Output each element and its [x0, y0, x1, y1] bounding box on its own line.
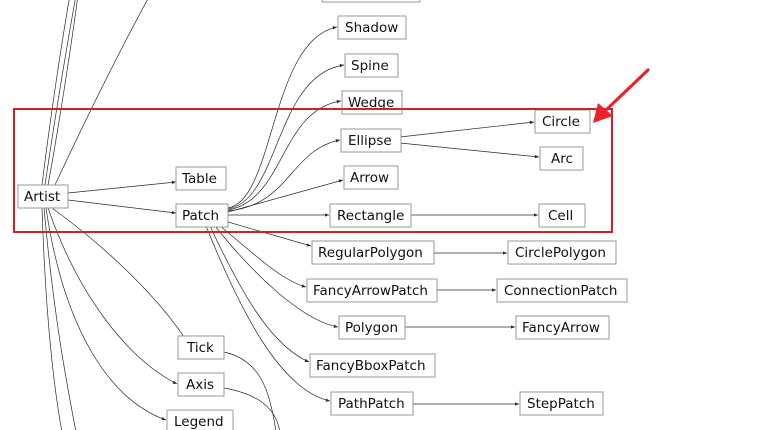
svg-text:Ellipse: Ellipse	[348, 133, 392, 149]
node-polygon: Polygon	[338, 315, 406, 340]
edge-patch-polygon	[214, 225, 339, 328]
node-pathpatch: PathPatch	[330, 391, 414, 416]
highlight-box	[13, 108, 613, 233]
partial-node-top	[321, 0, 421, 3]
node-spine: Spine	[344, 53, 399, 78]
edge-patch-pathpatch	[205, 225, 331, 402]
svg-text:Arc: Arc	[551, 151, 573, 167]
node-shadow: Shadow	[337, 15, 407, 40]
svg-text:FancyBboxPatch: FancyBboxPatch	[316, 358, 426, 374]
edge-ellipse-circle	[399, 120, 535, 138]
edge-artist-down-1	[43, 207, 76, 430]
edge-patch-wedge	[227, 99, 342, 211]
node-artist: Artist	[17, 184, 69, 209]
svg-text:Axis: Axis	[186, 377, 214, 393]
edge-artist-table	[67, 180, 177, 194]
svg-text:Shadow: Shadow	[345, 20, 398, 36]
svg-text:Wedge: Wedge	[348, 95, 394, 111]
svg-text:Rectangle: Rectangle	[337, 208, 404, 224]
node-axis: Axis	[177, 372, 225, 397]
node-fancybboxpatch: FancyBboxPatch	[309, 353, 436, 378]
edge-artist-up-4	[54, 0, 148, 186]
node-patch: Patch	[175, 203, 229, 228]
node-ellipse: Ellipse	[340, 128, 402, 153]
svg-text:CirclePolygon: CirclePolygon	[515, 245, 606, 261]
svg-text:StepPatch: StepPatch	[527, 396, 595, 412]
svg-text:ConnectionPatch: ConnectionPatch	[504, 283, 617, 299]
node-steppatch: StepPatch	[519, 391, 604, 416]
node-regularpolygon: RegularPolygon	[311, 240, 435, 265]
edge-artist-up-3	[47, 0, 78, 186]
node-fancyarrow: FancyArrow	[515, 315, 610, 340]
svg-text:Spine: Spine	[351, 58, 389, 74]
svg-text:RegularPolygon: RegularPolygon	[318, 245, 423, 261]
svg-text:Polygon: Polygon	[345, 320, 398, 336]
edge-artist-up-1	[41, 0, 70, 186]
edges	[41, 0, 540, 430]
edge-patch-shadow	[227, 26, 338, 209]
svg-text:Table: Table	[181, 171, 217, 187]
edge-patch-arrow	[227, 179, 344, 213]
node-circlepolygon: CirclePolygon	[507, 240, 617, 265]
edge-artist-patch	[67, 199, 177, 215]
edge-artist-legend	[45, 207, 167, 421]
svg-text:FancyArrow: FancyArrow	[522, 320, 600, 336]
svg-text:Legend: Legend	[174, 414, 224, 430]
node-tick: Tick	[177, 335, 225, 360]
node-rectangle: Rectangle	[329, 203, 412, 228]
svg-text:Artist: Artist	[24, 189, 60, 205]
edge-artist-axis	[47, 207, 178, 385]
node-arrow: Arrow	[343, 165, 399, 190]
edge-artist-down-2	[41, 207, 62, 430]
svg-text:Cell: Cell	[548, 208, 573, 224]
node-wedge: Wedge	[341, 90, 403, 115]
node-cell: Cell	[538, 203, 586, 228]
node-table: Table	[175, 166, 227, 191]
edge-axis-down	[223, 387, 280, 430]
edge-patch-regularpolygon	[227, 221, 312, 247]
svg-text:Tick: Tick	[186, 340, 214, 356]
edge-patch-fancybboxpatch	[209, 225, 310, 363]
edge-patch-fancyarrowpatch	[219, 225, 307, 288]
edge-tick-down	[223, 351, 277, 430]
node-fancyarrowpatch: FancyArrowPatch	[306, 278, 438, 303]
svg-text:Circle: Circle	[542, 114, 580, 130]
svg-text:Patch: Patch	[182, 208, 219, 224]
edge-artist-tick	[51, 207, 187, 341]
node-legend: Legend	[166, 409, 234, 430]
node-circle: Circle	[534, 109, 591, 134]
node-arc: Arc	[539, 146, 584, 171]
svg-text:Arrow: Arrow	[350, 170, 389, 186]
edge-patch-spine	[227, 63, 345, 210]
node-connectionpatch: ConnectionPatch	[496, 278, 628, 303]
svg-text:FancyArrowPatch: FancyArrowPatch	[313, 283, 428, 299]
edge-ellipse-arc	[399, 142, 540, 159]
edge-artist-up-2	[44, 0, 76, 186]
svg-text:PathPatch: PathPatch	[338, 396, 405, 412]
annotation-arrow-icon	[593, 68, 650, 123]
